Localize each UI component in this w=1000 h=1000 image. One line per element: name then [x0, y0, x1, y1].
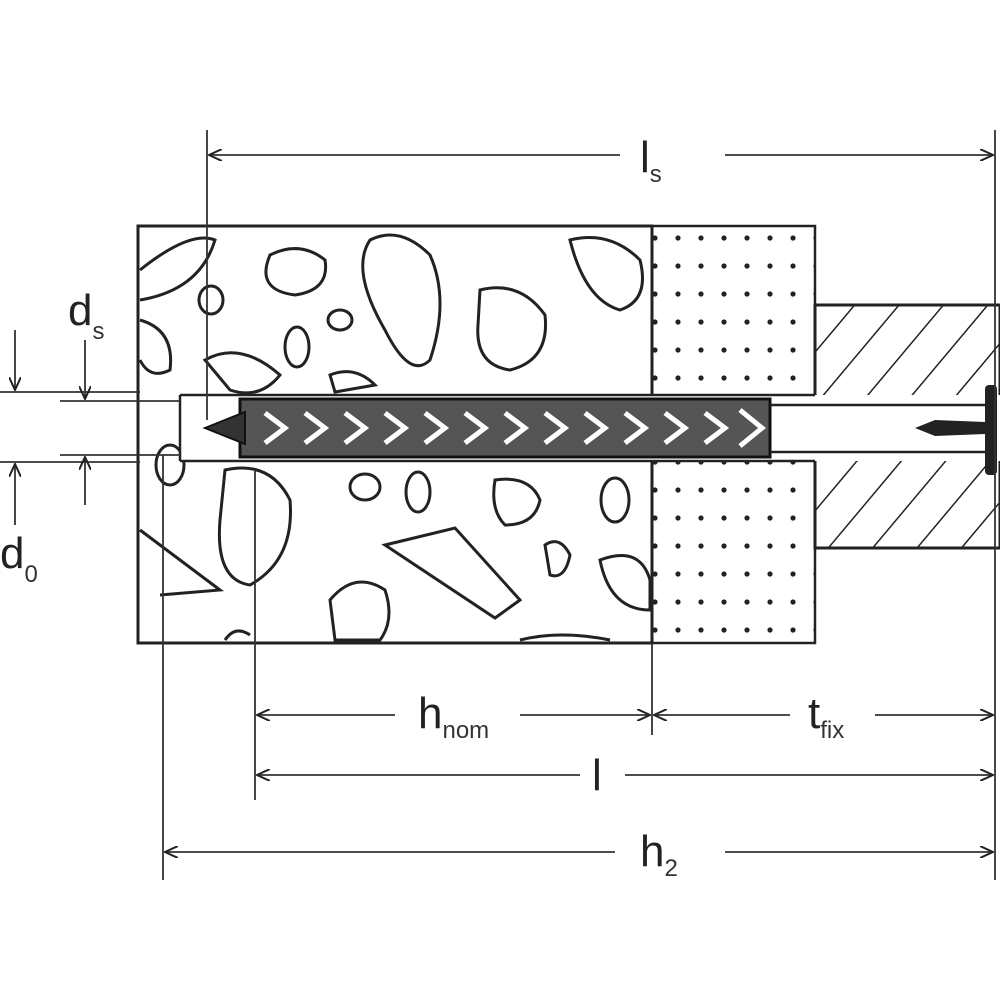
dim-ds: ds [68, 286, 104, 505]
label-d0: d0 [0, 529, 38, 588]
dim-l: l [257, 751, 993, 800]
extension-lines [0, 130, 996, 880]
label-tfix: tfix [808, 689, 844, 744]
dim-tfix: tfix [654, 689, 993, 744]
label-ls: ls [640, 133, 662, 188]
dim-ls: ls [209, 133, 993, 188]
label-l: l [592, 751, 602, 800]
dim-hnom: hnom [257, 689, 650, 744]
dim-h2: h2 [165, 827, 993, 882]
label-ds: ds [68, 286, 104, 345]
dim-d0: d0 [0, 330, 38, 588]
screw [202, 385, 997, 475]
label-hnom: hnom [418, 689, 489, 744]
label-h2: h2 [640, 827, 678, 882]
plug [238, 397, 772, 459]
